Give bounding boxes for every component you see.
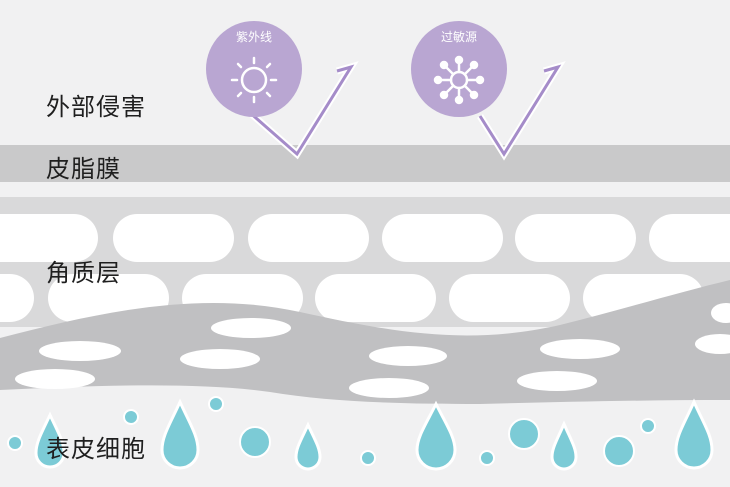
water-bubble <box>124 410 138 424</box>
stratum-cell <box>649 214 730 262</box>
wave-cell <box>517 371 597 391</box>
water-bubble <box>480 451 494 465</box>
wave-cell <box>540 339 620 359</box>
label-external-damage: 外部侵害 <box>46 87 146 122</box>
wave-cell <box>349 378 429 398</box>
label-sebum-membrane: 皮脂膜 <box>46 149 121 184</box>
stratum-cell <box>248 214 369 262</box>
stratum-cell <box>382 214 503 262</box>
allergen-label: 过敏源 <box>441 29 477 44</box>
stratum-cell <box>113 214 234 262</box>
water-bubble <box>604 436 634 466</box>
water-bubble <box>509 419 539 449</box>
wave-cell <box>369 346 447 366</box>
label-epidermis-cells: 表皮细胞 <box>46 429 146 464</box>
water-bubble <box>641 419 655 433</box>
water-bubble <box>8 436 22 450</box>
stratum-cell <box>315 274 436 322</box>
water-bubble <box>209 397 223 411</box>
uv-label: 紫外线 <box>236 30 272 44</box>
wave-cell <box>39 341 121 361</box>
wave-cell <box>180 349 260 369</box>
water-bubble <box>361 451 375 465</box>
wave-cell <box>15 369 95 389</box>
stratum-cell <box>449 274 570 322</box>
wave-cell <box>211 318 291 338</box>
stratum-cell <box>515 214 636 262</box>
water-bubble <box>240 427 270 457</box>
label-stratum-corneum: 角质层 <box>46 253 121 288</box>
